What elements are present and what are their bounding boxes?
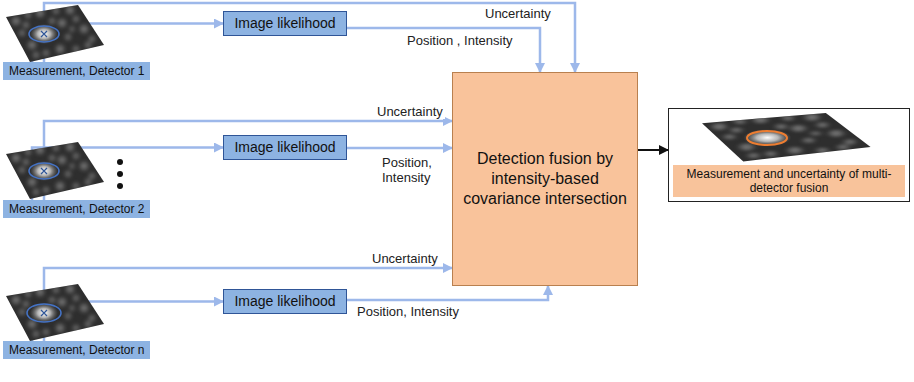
process-box: Image likelihood bbox=[223, 135, 347, 160]
node-text: Measurement, Detector 2 bbox=[9, 202, 144, 216]
connector-arrow bbox=[32, 302, 223, 342]
edge-label: Uncertainty bbox=[370, 251, 440, 266]
connector-arrow bbox=[32, 148, 223, 201]
fusion-box: Detection fusion by intensity-based cova… bbox=[452, 72, 638, 286]
ellipsis-dots bbox=[117, 159, 123, 189]
process-box: Image likelihood bbox=[223, 11, 347, 36]
edge-label: Position, Intensity bbox=[380, 155, 452, 185]
node-text: Measurement, Detector 1 bbox=[9, 64, 144, 78]
detector-image bbox=[6, 284, 104, 341]
connector-arrow bbox=[44, 121, 452, 200]
detector-image bbox=[6, 142, 104, 199]
fused-uncertainty-ellipse bbox=[747, 131, 787, 145]
edge-label: Position, Intensity bbox=[355, 304, 461, 319]
connector-arrow bbox=[347, 147, 452, 150]
measurement-label: Measurement, Detector n bbox=[3, 341, 150, 359]
fused-image bbox=[702, 113, 871, 161]
detector-image bbox=[6, 5, 104, 62]
process-box: Image likelihood bbox=[223, 289, 347, 314]
node-text: Measurement, Detector n bbox=[9, 343, 144, 357]
node-text: Detection fusion by intensity-based cova… bbox=[461, 149, 629, 209]
edge-label: Uncertainty bbox=[375, 104, 445, 119]
edge-label: Position , Intensity bbox=[405, 33, 515, 48]
connector-arrow bbox=[347, 286, 548, 300]
measurement-label: Measurement, Detector 1 bbox=[3, 62, 150, 80]
connector-arrow bbox=[32, 24, 223, 63]
node-text: Measurement and uncertainty of multi-det… bbox=[673, 165, 905, 197]
connector-arrow bbox=[347, 28, 540, 72]
connector-arrow bbox=[638, 149, 668, 151]
edge-label: Uncertainty bbox=[483, 6, 553, 21]
output-box: Measurement and uncertainty of multi-det… bbox=[668, 108, 910, 202]
node-text: Image likelihood bbox=[232, 139, 338, 156]
node-text: Image likelihood bbox=[232, 293, 338, 310]
node-text: Image likelihood bbox=[232, 15, 338, 32]
measurement-label: Measurement, Detector 2 bbox=[3, 200, 150, 218]
